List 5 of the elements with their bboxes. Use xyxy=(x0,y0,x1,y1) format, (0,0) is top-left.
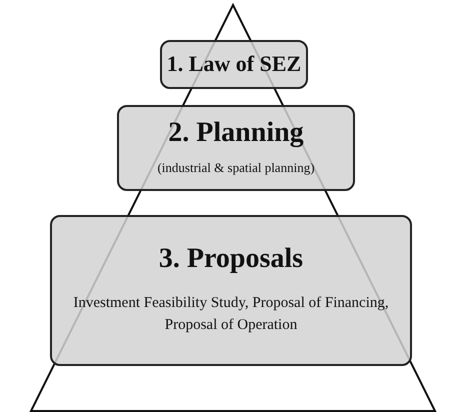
tier-description: (industrial & spatial planning) xyxy=(156,158,316,177)
tier-heading: 1. Law of SEZ xyxy=(166,52,302,77)
tier-heading: 2. Planning xyxy=(168,118,304,149)
tier-description: Investment Feasibility Study, Proposal of Financing, Proposal of Operation xyxy=(72,294,390,335)
tier-heading: 3. Proposals xyxy=(158,244,304,276)
